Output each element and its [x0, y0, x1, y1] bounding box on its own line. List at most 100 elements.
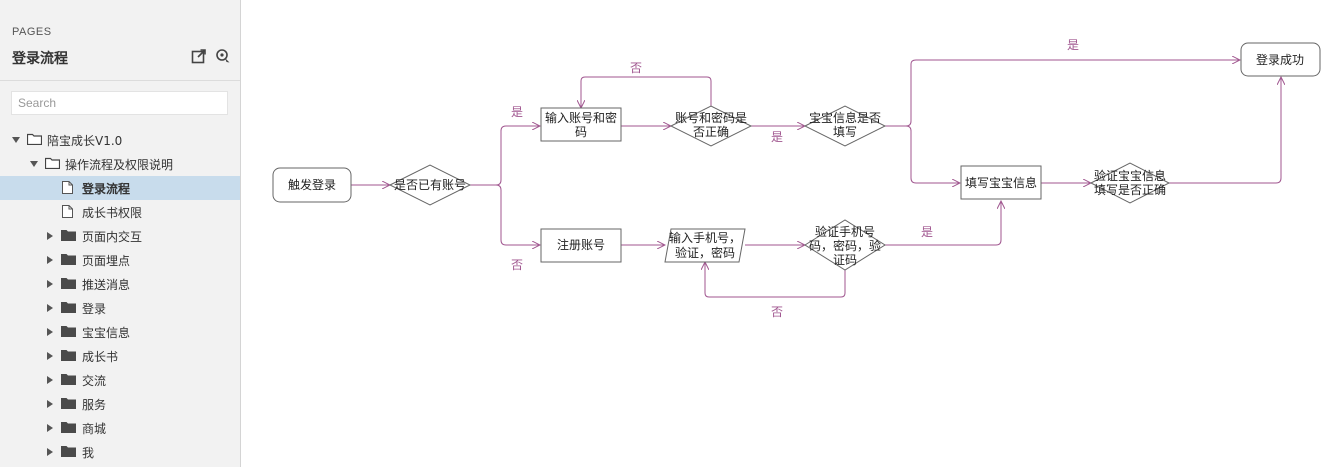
node-verify-baby-line2: 填写是否正确	[1094, 183, 1166, 197]
page-icon	[62, 181, 73, 197]
node-enter-account-line1: 输入账号和密	[545, 110, 617, 125]
node-baby-info-line1: 宝宝信息是否	[809, 110, 881, 125]
chevron-right-icon[interactable]	[47, 376, 53, 384]
folder-icon	[61, 373, 76, 388]
edge-verify-to-success	[1169, 77, 1281, 184]
tree-item-label: 商城	[82, 422, 107, 436]
tree-item[interactable]: 成长书权限	[0, 200, 240, 224]
folder-icon	[61, 445, 76, 460]
node-verify-baby-line1: 验证宝宝信息	[1094, 168, 1166, 183]
chevron-right-icon[interactable]	[47, 328, 53, 336]
node-fill-baby-label: 填写宝宝信息	[965, 175, 1037, 190]
chevron-right-icon[interactable]	[47, 304, 53, 312]
edge-check-no-loop	[581, 76, 712, 108]
node-baby-info-line2: 填写	[833, 125, 857, 139]
tree-item[interactable]: 推送消息	[0, 272, 240, 296]
io-enter-phone-shape	[664, 228, 746, 263]
flowchart-canvas: 触发登录 是否已有账号 输入账号和密 码 账号和密码是 否正确 宝宝信息是否 填…	[242, 0, 1335, 467]
chevron-right-icon[interactable]	[47, 232, 53, 240]
tree-item[interactable]: 成长书	[0, 344, 240, 368]
edge-label-no-phone: 否	[771, 305, 783, 319]
decision-check-password-shape	[669, 105, 753, 147]
chevron-right-icon[interactable]	[47, 448, 53, 456]
folder-icon	[61, 301, 76, 316]
chevron-right-icon[interactable]	[47, 280, 53, 288]
tree-item[interactable]: 我	[0, 440, 240, 464]
pages-label: PAGES	[12, 26, 52, 38]
edge-baby-filled-yes	[884, 60, 1240, 127]
tree-item-label: 页面内交互	[82, 230, 143, 244]
chevron-right-icon[interactable]	[47, 400, 53, 408]
decision-has-account-shape	[388, 164, 472, 206]
tree-item-label: 页面埋点	[82, 254, 131, 268]
tree-item[interactable]: 页面埋点	[0, 248, 240, 272]
tree-item[interactable]: 宝宝信息	[0, 320, 240, 344]
page-tree: 陪宝成长V1.0 操作流程及权限说明登录流程成长书权限页面内交互页面埋点推送消息登…	[0, 128, 240, 464]
process-fill-baby-box	[960, 165, 1042, 200]
locate-icon[interactable]	[215, 48, 231, 64]
node-register-label: 注册账号	[557, 237, 605, 252]
node-check-password-line1: 账号和密码是	[675, 110, 747, 125]
node-verify-phone-line1: 验证手机号	[815, 224, 875, 239]
chevron-right-icon[interactable]	[47, 256, 53, 264]
chevron-down-icon[interactable]	[30, 161, 38, 167]
tree-item-label: 交流	[82, 374, 107, 388]
search-input[interactable]	[11, 91, 228, 115]
node-enter-account-line2: 码	[575, 125, 587, 139]
edge-has-account-yes	[469, 126, 540, 186]
decision-verify-baby-shape	[1089, 162, 1171, 204]
node-verify-phone-line3: 证码	[833, 253, 857, 267]
end-node-box	[1240, 42, 1321, 77]
tree-item[interactable]: 登录	[0, 296, 240, 320]
tree-item[interactable]: 页面内交互	[0, 224, 240, 248]
folder-open-icon	[26, 133, 43, 148]
node-has-account-label: 是否已有账号	[394, 178, 466, 192]
folder-open-icon	[44, 157, 61, 172]
folder-icon	[61, 253, 76, 268]
flow-edges	[351, 60, 1281, 298]
decision-baby-info-shape	[803, 105, 887, 147]
tree-item[interactable]: 服务	[0, 392, 240, 416]
node-enter-phone-line2: 验证，密码	[675, 245, 735, 260]
header-divider	[0, 80, 240, 81]
tree-item[interactable]: 操作流程及权限说明	[0, 152, 240, 176]
tree-item-label: 登录	[82, 302, 107, 316]
page-title: 登录流程	[12, 51, 68, 67]
folder-icon	[61, 397, 76, 412]
chevron-down-icon[interactable]	[12, 137, 20, 143]
edge-label-yes-baby: 是	[1067, 38, 1079, 52]
page-icon	[62, 205, 73, 221]
tree-item-label: 服务	[82, 398, 107, 412]
edge-label-yes-phone: 是	[921, 225, 933, 239]
tree-item[interactable]: 交流	[0, 368, 240, 392]
tree-item[interactable]: 陪宝成长V1.0	[0, 128, 240, 152]
tree-item-label: 登录流程	[82, 182, 131, 196]
node-trigger-label: 触发登录	[288, 177, 336, 192]
tree-item-label: 陪宝成长V1.0	[47, 134, 123, 148]
node-login-success-label: 登录成功	[1256, 52, 1304, 67]
folder-icon	[61, 421, 76, 436]
tree-item-label: 成长书	[82, 350, 119, 364]
chevron-right-icon[interactable]	[47, 352, 53, 360]
decision-verify-phone-shape	[804, 219, 886, 271]
edge-verify-phone-yes	[884, 201, 1001, 246]
folder-icon	[61, 277, 76, 292]
tree-item[interactable]: 商城	[0, 416, 240, 440]
tree-item-label: 成长书权限	[82, 206, 143, 220]
process-enter-account-box	[540, 107, 622, 142]
edge-verify-phone-no-loop	[705, 262, 846, 298]
node-verify-phone-line2: 码，密码，验	[809, 238, 881, 253]
sidebar: PAGES 登录流程 陪宝成长V1.0操作流程及权限说明登录流程成长书权限页面内…	[0, 0, 241, 467]
tree-item-label: 我	[82, 446, 95, 460]
edge-label-yes-password: 是	[771, 130, 783, 144]
chevron-right-icon[interactable]	[47, 424, 53, 432]
folder-icon	[61, 229, 76, 244]
folder-icon	[61, 349, 76, 364]
process-register-box	[540, 228, 622, 263]
tree-item-label: 操作流程及权限说明	[65, 158, 174, 172]
tree-item[interactable]: 登录流程	[0, 176, 240, 200]
tree-item-label: 宝宝信息	[82, 326, 131, 340]
export-icon[interactable]	[191, 48, 207, 64]
edge-baby-filled-no	[905, 125, 960, 183]
edge-label-no-password: 否	[630, 61, 642, 75]
